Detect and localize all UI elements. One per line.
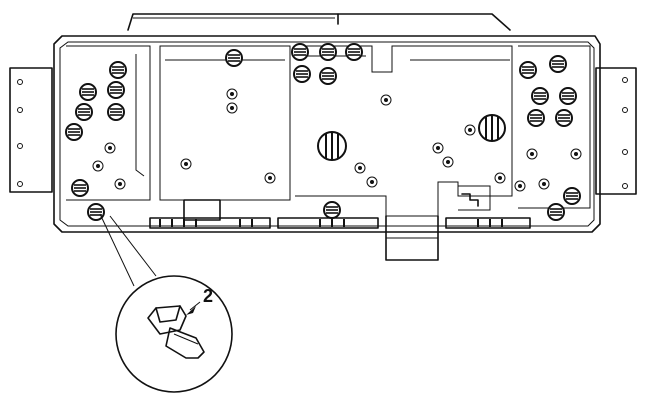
- bulb-socket: [65, 123, 83, 141]
- bulb-socket: [293, 65, 311, 83]
- right-mounting-bracket: [595, 67, 637, 195]
- bulb-socket: [75, 103, 93, 121]
- bottom-connector-strips: [149, 199, 531, 229]
- bulb-socket: [323, 201, 341, 219]
- bulb-socket: [555, 109, 573, 127]
- bulb-socket: [345, 43, 363, 61]
- gauge-pivots: [317, 114, 506, 161]
- screw-boss: [226, 102, 238, 114]
- bulb-socket: [519, 61, 537, 79]
- screw-boss: [432, 142, 444, 154]
- screw-boss: [104, 142, 116, 154]
- screw-boss: [538, 178, 550, 190]
- screw-boss: [442, 156, 454, 168]
- screw-boss: [526, 148, 538, 160]
- bulb-socket: [109, 61, 127, 79]
- bulb-sockets: [65, 43, 581, 221]
- bulb-socket: [319, 67, 337, 85]
- callout-label-2: 2: [203, 286, 213, 306]
- bulb-socket: [107, 81, 125, 99]
- bulb-socket: [319, 43, 337, 61]
- screw-boss: [354, 162, 366, 174]
- screw-boss: [494, 172, 506, 184]
- screw-boss: [514, 180, 526, 192]
- screw-boss: [114, 178, 126, 190]
- bulb-socket: [291, 43, 309, 61]
- circuit-board: [66, 45, 591, 217]
- bulb-socket: [547, 203, 565, 221]
- screw-boss: [366, 176, 378, 188]
- bulb-socket: [79, 83, 97, 101]
- screw-boss: [264, 172, 276, 184]
- bulb-socket: [107, 103, 125, 121]
- bulb-socket: [559, 87, 577, 105]
- screw-boss: [570, 148, 582, 160]
- detail-leader: [99, 213, 157, 287]
- cluster-housing: [53, 35, 601, 233]
- harness-connector: [385, 215, 439, 261]
- bulb-socket: [563, 187, 581, 205]
- bulb-socket: [531, 87, 549, 105]
- left-mounting-bracket: [9, 67, 53, 193]
- screw-boss: [380, 94, 392, 106]
- bulb-socket: [549, 55, 567, 73]
- top-flaps: [127, 13, 511, 31]
- bulb-socket: [71, 179, 89, 197]
- screw-bosses: [92, 88, 582, 192]
- screw-boss: [180, 158, 192, 170]
- screw-boss: [464, 124, 476, 136]
- bulb-detail-view: 2: [115, 275, 233, 393]
- bulb-socket: [527, 109, 545, 127]
- bulb-socket: [87, 203, 105, 221]
- screw-boss: [226, 88, 238, 100]
- bulb-socket: [225, 49, 243, 67]
- screw-boss: [92, 160, 104, 172]
- bulb-socket-detail: [147, 301, 205, 359]
